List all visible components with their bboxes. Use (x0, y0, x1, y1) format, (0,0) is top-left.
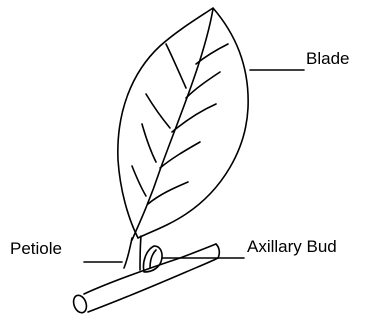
vein-left-4 (132, 166, 146, 196)
vein-right-3 (172, 104, 216, 132)
vein-left-3 (142, 124, 156, 162)
vein-left-1 (166, 44, 186, 88)
stem-cut-end (71, 293, 88, 314)
label-blade: Blade (306, 49, 349, 69)
vein-right-1 (196, 44, 228, 64)
stem-lower-edge (88, 258, 218, 312)
label-petiole: Petiole (10, 239, 62, 259)
stem-right-end (216, 244, 219, 258)
axillary-bud-inner (150, 250, 156, 268)
label-axillary-bud: Axillary Bud (247, 237, 337, 257)
midrib (132, 9, 213, 240)
vein-left-2 (146, 94, 170, 128)
petiole (124, 236, 141, 270)
